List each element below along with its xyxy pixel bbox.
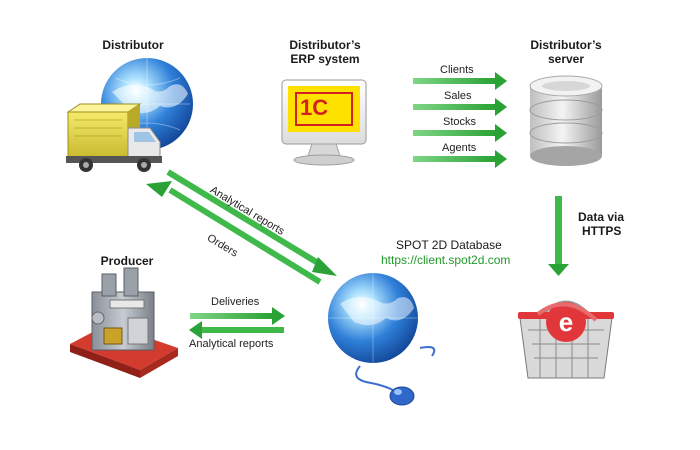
ie-logo-icon: e xyxy=(536,302,598,342)
distributor-database-arrows xyxy=(146,169,337,285)
arrow-to-distributor xyxy=(146,181,322,285)
erp-title-line2: ERP system xyxy=(290,52,360,66)
https-arrow-down xyxy=(548,196,569,276)
arrow-clients xyxy=(413,72,507,90)
server-title-line1: Distributor’s xyxy=(530,38,602,52)
database-url: https://client.spot2d.com xyxy=(381,253,511,267)
database-title: SPOT 2D Database xyxy=(396,238,502,252)
svg-text:e: e xyxy=(559,307,573,337)
server-title-line2: server xyxy=(547,52,585,66)
arrow-agents xyxy=(413,150,507,168)
flow-label-stocks: Stocks xyxy=(443,116,477,128)
distributor-title: Distributor xyxy=(102,38,164,52)
flow-label-clients: Clients xyxy=(440,64,474,76)
producer-database-arrows xyxy=(189,307,285,339)
arrow-stocks xyxy=(413,124,507,142)
arrow-analytical-reports-left xyxy=(189,321,284,339)
server-icon xyxy=(529,75,603,166)
truck-icon xyxy=(66,103,162,172)
arrow-sales xyxy=(413,98,507,116)
flow-label-agents: Agents xyxy=(442,142,477,154)
flow-label-sales: Sales xyxy=(444,90,472,102)
arrow-deliveries xyxy=(190,307,285,325)
database-globe-icon xyxy=(328,273,418,363)
label-analytical-reports-left: Analytical reports xyxy=(189,338,274,350)
arrow-to-database xyxy=(166,169,337,276)
https-label-line2: HTTPS xyxy=(582,224,622,238)
monitor-icon xyxy=(281,79,367,166)
erp-to-server-arrows xyxy=(413,72,507,168)
factory-icon xyxy=(70,267,178,378)
label-deliveries: Deliveries xyxy=(211,296,260,308)
producer-title: Producer xyxy=(100,254,154,268)
https-label-line1: Data via xyxy=(578,210,625,224)
erp-title-line1: Distributor’s xyxy=(289,38,361,52)
erp-logo-text: 1С xyxy=(300,95,329,120)
mouse-icon xyxy=(355,346,436,406)
